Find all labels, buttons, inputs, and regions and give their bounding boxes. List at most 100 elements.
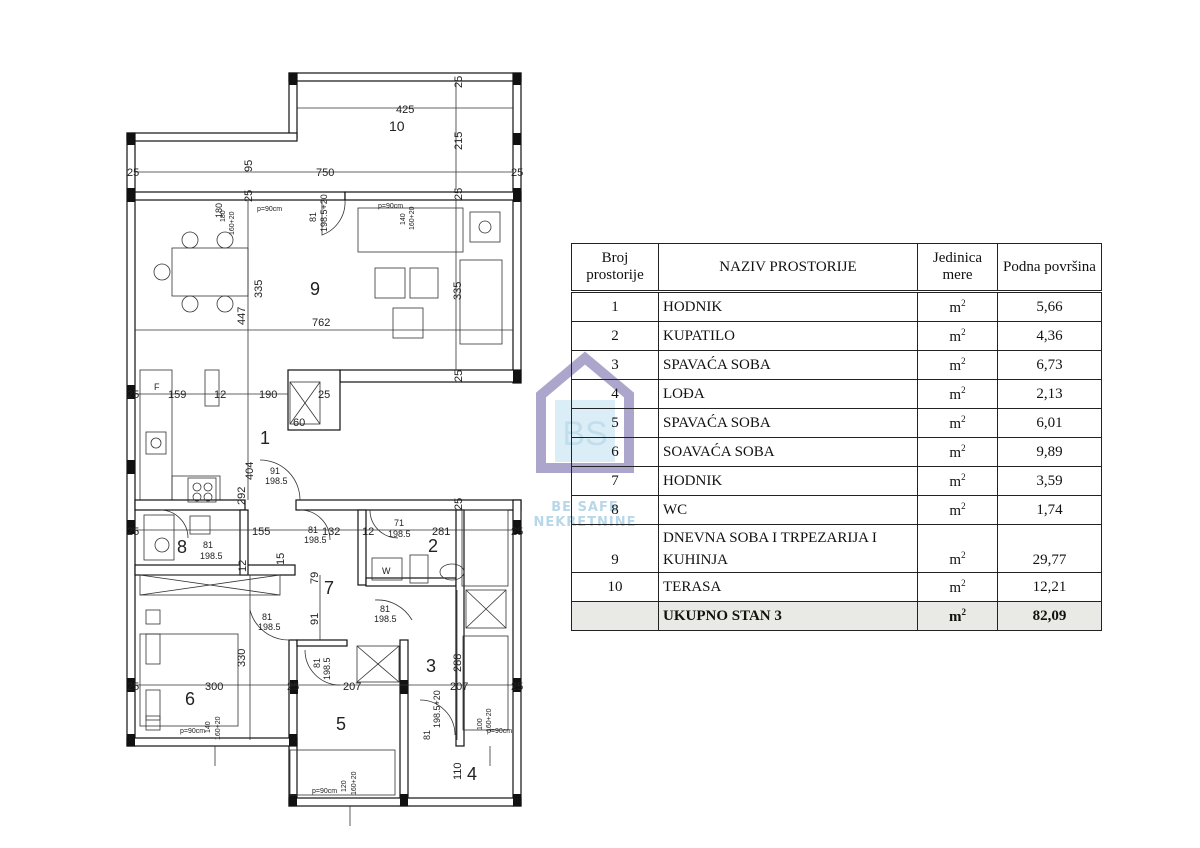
room-number-6: 6 [185,689,195,709]
table-header-row: Broj prostorije NAZIV PROSTORIJE Jedinic… [571,243,1102,292]
room-number-8: 8 [177,537,187,557]
dim-label: 155 [252,526,270,538]
unit-base: m [949,502,962,519]
room-number-2: 2 [428,536,438,556]
cell-area: 3,59 [997,466,1102,496]
window-size: 160+20 [215,716,222,740]
wall-thickness-label: 25 [243,190,255,202]
door-width: 81 [308,212,318,222]
window-size: 120 [341,780,348,792]
wall-thickness-label: 25 [511,681,523,693]
total-label: UKUPNO STAN 3 [658,601,918,631]
wall-thickness-label: 25 [453,76,465,88]
cell-area: 2,13 [997,379,1102,409]
unit-exponent: 2 [961,355,966,366]
cell-area: 9,89 [997,437,1102,467]
wall-thickness-label: 25 [453,498,465,510]
unit-base: m [949,415,962,432]
cell-room-name: HODNIK [658,291,918,322]
wall-thickness-label: 25 [453,370,465,382]
cell-room-number: 9 [571,524,659,573]
dim-label: 335 [253,280,265,298]
door-width: 71 [394,518,404,528]
cell-room-number: 2 [571,321,659,351]
cell-area: 6,73 [997,350,1102,380]
cell-room-number: 1 [571,291,659,322]
unit-base: m [949,444,962,461]
cell-room-number: 10 [571,572,659,602]
wall-thickness-label: 25 [511,526,523,538]
unit-base: m [949,473,962,490]
door-width: 81 [262,612,272,622]
cell-unit: m2 [917,572,998,602]
cell-room-number: 8 [571,495,659,525]
door-height: 198.5 [304,535,327,545]
header-room-number: Broj prostorije [571,243,659,292]
cell-room-name: TERASA [658,572,918,602]
door-height: 198.5 [322,657,332,680]
cell-unit: m2 [917,495,998,525]
header-room-name: NAZIV PROSTORIJE [658,243,918,292]
dim-label: 335 [452,282,464,300]
header-unit: Jedinica mere [917,243,998,292]
dim-label: 447 [236,307,248,325]
window-labels: p=90cm p=90cm p=90cm p=90cm p=90cm 180 1… [180,203,512,795]
unit-base: m [949,579,962,596]
door-height: 198.5+20 [432,690,442,728]
dim-label: 12 [214,389,226,401]
wall-thickness-label: 25 [511,167,523,179]
cell-unit: m2 [917,291,998,322]
cell-room-number: 7 [571,466,659,496]
dim-label: 300 [205,681,223,693]
cell-room-number: 5 [571,408,659,438]
dim-label: 12 [237,560,249,572]
dim-label: 330 [236,649,248,667]
room-number-10: 10 [389,118,405,134]
room-number-4: 4 [467,764,477,784]
unit-base: m [949,299,962,316]
unit-exponent: 2 [961,577,966,588]
door-width: 81 [308,525,318,535]
cell-room-name: LOĐA [658,379,918,409]
cell-room-number: 4 [571,379,659,409]
dim-label: 425 [396,104,414,116]
dim-label: 79 [309,572,321,584]
room-number-1: 1 [260,428,270,448]
unit-base: m [949,328,962,345]
door-height: 198.5 [200,551,223,561]
dim-label: 132 [322,526,340,538]
window-size: 140 [400,213,407,225]
cell-room-name: SOAVAĆA SOBA [658,437,918,467]
door-height: 198.5 [265,476,288,486]
cell-room-name: SPAVAĆA SOBA [658,408,918,438]
window-label: p=90cm [378,203,403,210]
cell-room-name: HODNIK [658,466,918,496]
cell-unit: m2 [917,350,998,380]
cell-unit: m2 [917,524,998,573]
dim-label: 292 [236,487,248,505]
dim-label: 750 [316,167,334,179]
cell-unit: m2 [917,408,998,438]
unit-exponent: 2 [961,442,966,453]
dim-label: 180 [214,203,224,218]
cell-room-name: KUPATILO [658,321,918,351]
cell-unit: m2 [917,601,998,631]
door-height: 198.5 [258,622,281,632]
cell-area: 29,77 [997,524,1102,573]
cell-area: 6,01 [997,408,1102,438]
dim-label: 207 [450,681,468,693]
cell-room-name: DNEVNA SOBA I TRPEZARIJA I KUHINJA [658,524,918,573]
window-size: 160+20 [351,771,358,795]
dim-label: 110 [452,762,464,780]
unit-exponent: 2 [961,550,966,560]
dim-label: 281 [432,526,450,538]
furniture [139,207,509,796]
cell-area: 12,21 [997,572,1102,602]
wall-thickness-label: 25 [453,188,465,200]
door-height: 198.5+20 [319,194,329,232]
door-width: 91 [270,466,280,476]
